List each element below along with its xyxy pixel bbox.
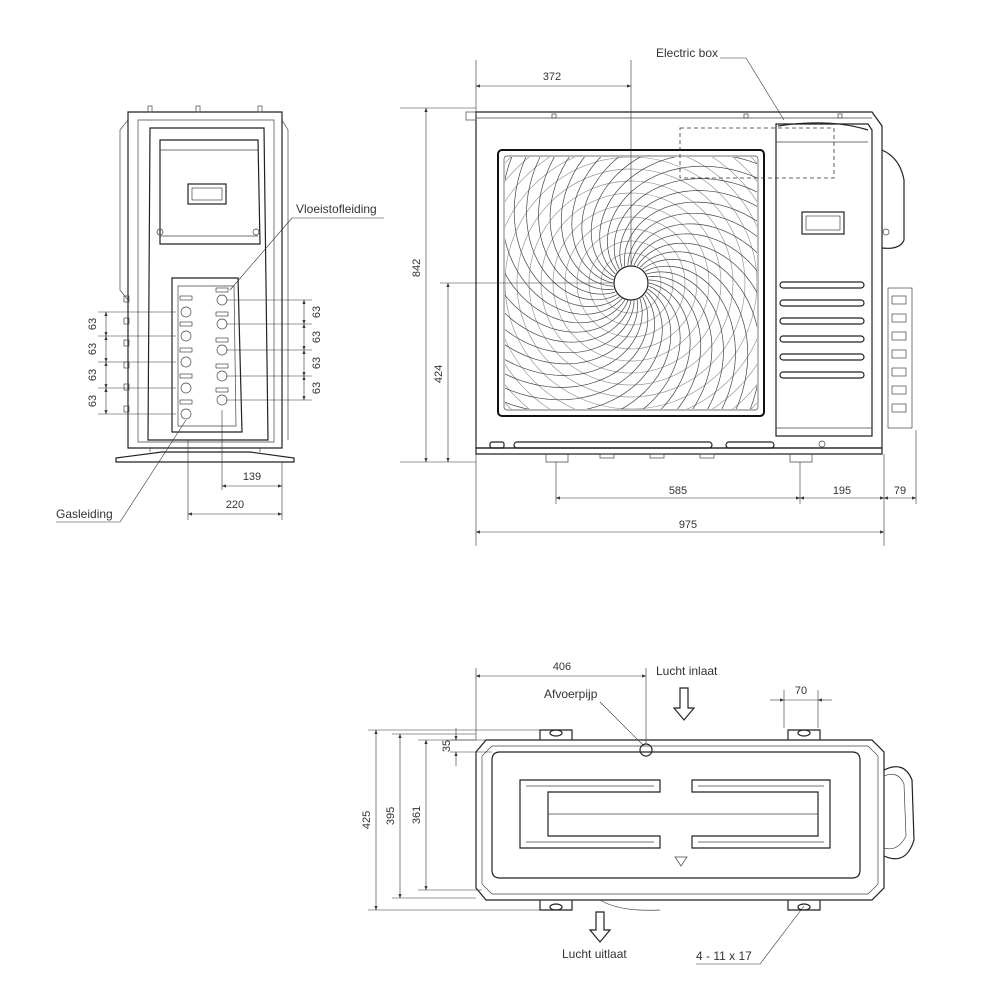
dim-372: 372	[543, 71, 561, 83]
grille-spiral	[505, 300, 635, 354]
grille-spiral	[505, 298, 643, 376]
dim-220: 220	[226, 499, 244, 511]
grille-spiral	[505, 272, 626, 324]
grille-spiral	[642, 285, 681, 409]
dim-195: 195	[833, 485, 851, 497]
pitch-right-3: 63	[311, 357, 323, 369]
grille-spiral	[599, 157, 757, 275]
dim-395: 395	[385, 807, 397, 825]
grille-spiral	[619, 190, 757, 268]
grille-spiral	[513, 157, 620, 307]
grille-spiral	[505, 300, 632, 343]
grille-spiral	[505, 296, 649, 388]
grille-spiral	[648, 282, 691, 409]
grille-spiral	[636, 242, 757, 294]
dim-35: 35	[441, 740, 453, 752]
dim-424: 424	[433, 365, 445, 383]
label-liquid-pipe: Vloeistofleiding	[296, 202, 377, 216]
grille-spiral	[620, 288, 672, 409]
grille-spiral	[633, 233, 757, 272]
top-view: Lucht inlaat Afvoerpijp Lucht uitlaat 4 …	[361, 661, 915, 965]
grille-spiral	[644, 265, 736, 409]
grille-spiral	[538, 157, 616, 295]
grille-spiral	[630, 223, 757, 266]
grille-spiral	[648, 279, 702, 409]
grille-spiral	[613, 178, 757, 270]
grille-spiral	[505, 294, 655, 401]
grille-spiral	[646, 271, 724, 409]
dim-406: 406	[553, 661, 571, 673]
grille-spiral	[590, 157, 642, 278]
label-electric-box: Electric box	[656, 46, 718, 60]
dim-70: 70	[795, 685, 807, 697]
label-air-outlet: Lucht uitlaat	[562, 947, 627, 961]
grille-spiral	[607, 165, 757, 272]
dim-975: 975	[679, 519, 697, 531]
grille-spiral	[627, 212, 757, 266]
grille-spiral	[581, 157, 620, 281]
grille-spiral	[505, 299, 638, 365]
dim-361: 361	[411, 806, 423, 824]
dim-425: 425	[361, 811, 373, 829]
label-air-inlet: Lucht inlaat	[656, 664, 718, 678]
grille-spiral	[571, 157, 614, 284]
label-gas-pipe: Gasleiding	[56, 507, 113, 521]
dim-79: 79	[894, 485, 906, 497]
pitch-left-1: 63	[87, 318, 99, 330]
pitch-right-2: 63	[311, 331, 323, 343]
grille-spiral	[505, 157, 623, 315]
label-mounting-holes: 4 - 11 x 17	[696, 949, 752, 963]
grille-spiral	[642, 259, 749, 409]
front-view: 372 842 424 585 195 79 975 Electric box	[400, 46, 917, 546]
grille-spiral	[647, 276, 713, 409]
grille-spiral	[639, 251, 757, 409]
dim-585: 585	[669, 485, 687, 497]
dim-139: 139	[243, 471, 261, 483]
grille-spiral	[526, 157, 618, 301]
dim-842: 842	[411, 259, 423, 277]
pitch-left-4: 63	[87, 395, 99, 407]
grille-spiral	[560, 157, 614, 287]
label-drain-pipe: Afvoerpijp	[544, 687, 598, 701]
grille-spiral	[549, 157, 615, 290]
pitch-left-2: 63	[87, 343, 99, 355]
pitch-right-4: 63	[311, 382, 323, 394]
grille-spiral	[624, 201, 757, 267]
pitch-left-3: 63	[87, 369, 99, 381]
pitch-right-1: 63	[311, 306, 323, 318]
grille-spiral	[505, 291, 663, 409]
grille-spiral	[505, 294, 629, 333]
side-view: 63 63 63 63 63 63 63 63 Vloeistofleiding…	[56, 105, 384, 523]
